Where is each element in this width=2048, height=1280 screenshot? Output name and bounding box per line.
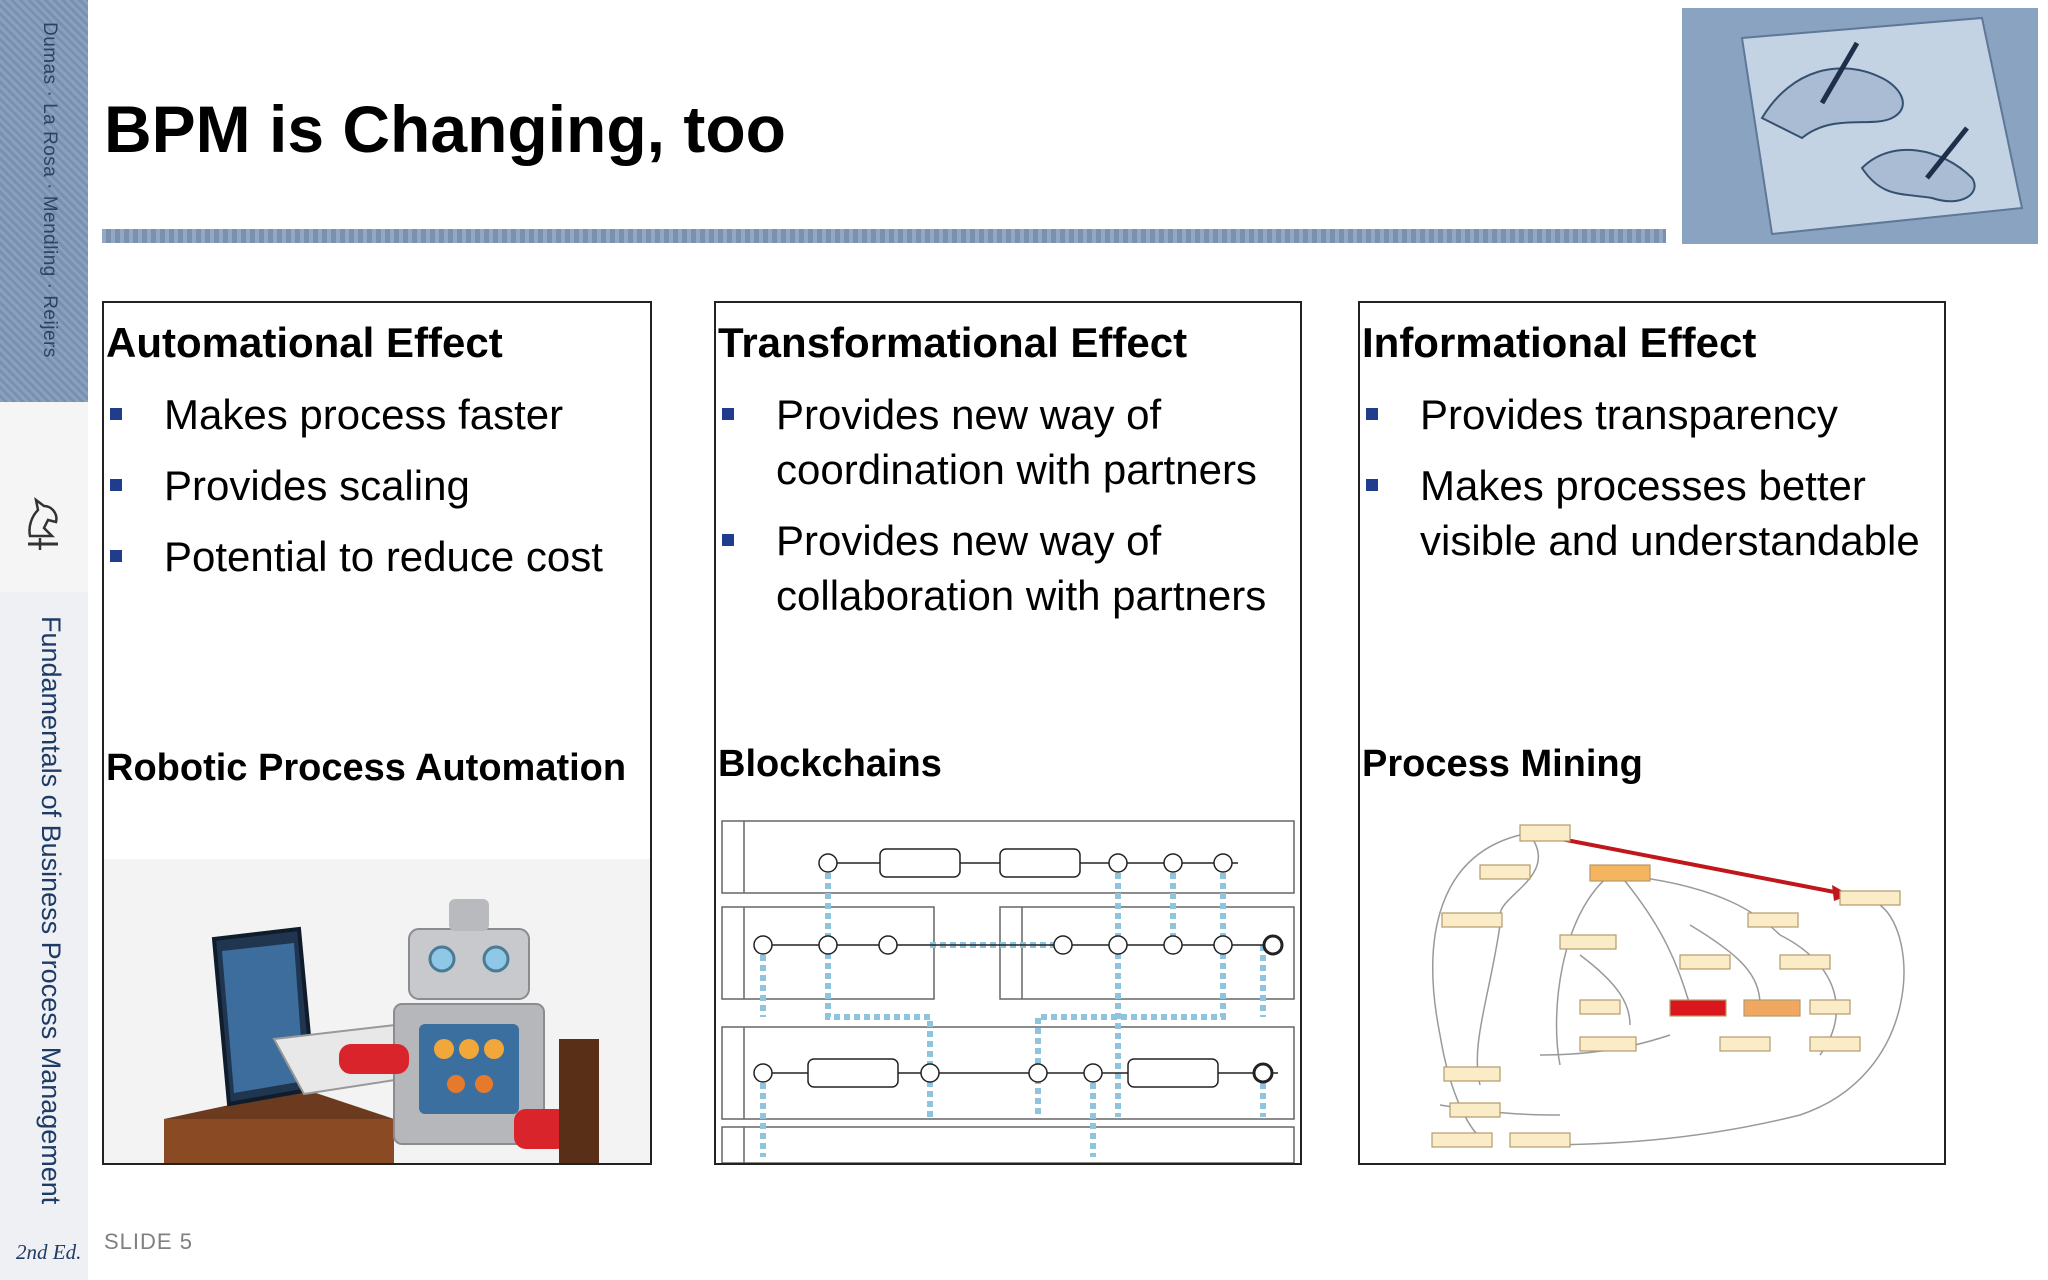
bullet-list: Provides transparency Makes processes be… <box>1360 387 1944 584</box>
knight-logo-icon <box>28 497 58 550</box>
bullet-text: Provides new way of coordination with pa… <box>776 391 1257 493</box>
process-mining-graph-image <box>1380 815 1926 1163</box>
bpmn-collaboration-diagram-image <box>718 817 1298 1163</box>
bullet-square-icon <box>1366 479 1378 491</box>
panel-subheading: Process Mining <box>1362 743 1643 785</box>
bullet-text: Makes processes better visible and under… <box>1420 462 1920 564</box>
bullet-text: Potential to reduce cost <box>164 533 603 580</box>
bullet-square-icon <box>110 408 122 420</box>
bullet-text: Provides transparency <box>1420 391 1838 438</box>
page-title: BPM is Changing, too <box>104 92 786 166</box>
bullet-text: Provides new way of collaboration with p… <box>776 517 1267 619</box>
bullet-item: Provides scaling <box>104 458 650 513</box>
sidebar-author-band <box>0 0 88 402</box>
informational-effect-panel: Informational Effect Provides transparen… <box>1358 301 1946 1165</box>
robot-at-computer-image <box>104 859 650 1163</box>
bullet-list: Provides new way of coordination with pa… <box>716 387 1300 639</box>
automational-effect-panel: Automational Effect Makes process faster… <box>102 301 652 1165</box>
sidebar: Dumas · La Rosa · Mendling · Reijers Fun… <box>0 0 88 1280</box>
title-underline <box>102 229 1666 243</box>
sidebar-title-band <box>0 592 88 1280</box>
drawing-hands-illustration <box>1682 8 2038 244</box>
bullet-item: Makes processes better visible and under… <box>1360 458 1944 568</box>
bullet-square-icon <box>722 534 734 546</box>
bullet-item: Provides new way of collaboration with p… <box>716 513 1300 623</box>
sidebar-edition: 2nd Ed. <box>16 1240 82 1264</box>
sidebar-authors: Dumas · La Rosa · Mendling · Reijers <box>39 22 60 358</box>
bullet-item: Potential to reduce cost <box>104 529 650 584</box>
bullet-square-icon <box>110 479 122 491</box>
slide-number: SLIDE 5 <box>104 1229 193 1254</box>
bullet-item: Makes process faster <box>104 387 650 442</box>
bullet-item: Provides new way of coordination with pa… <box>716 387 1300 497</box>
bullet-square-icon <box>722 408 734 420</box>
bullet-square-icon <box>110 550 122 562</box>
panel-heading: Transformational Effect <box>718 319 1188 366</box>
sidebar-book-title: Fundamentals of Business Process Managem… <box>36 616 66 1205</box>
transformational-effect-panel: Transformational Effect Provides new way… <box>714 301 1302 1165</box>
bullet-item: Provides transparency <box>1360 387 1944 442</box>
bullet-list: Makes process faster Provides scaling Po… <box>104 387 650 600</box>
bullet-text: Provides scaling <box>164 462 470 509</box>
panel-subheading: Blockchains <box>718 743 942 785</box>
bullet-text: Makes process faster <box>164 391 564 438</box>
panel-subheading: Robotic Process Automation <box>106 747 627 789</box>
panel-heading: Informational Effect <box>1362 319 1757 366</box>
panel-heading: Automational Effect <box>106 319 503 366</box>
bullet-square-icon <box>1366 408 1378 420</box>
